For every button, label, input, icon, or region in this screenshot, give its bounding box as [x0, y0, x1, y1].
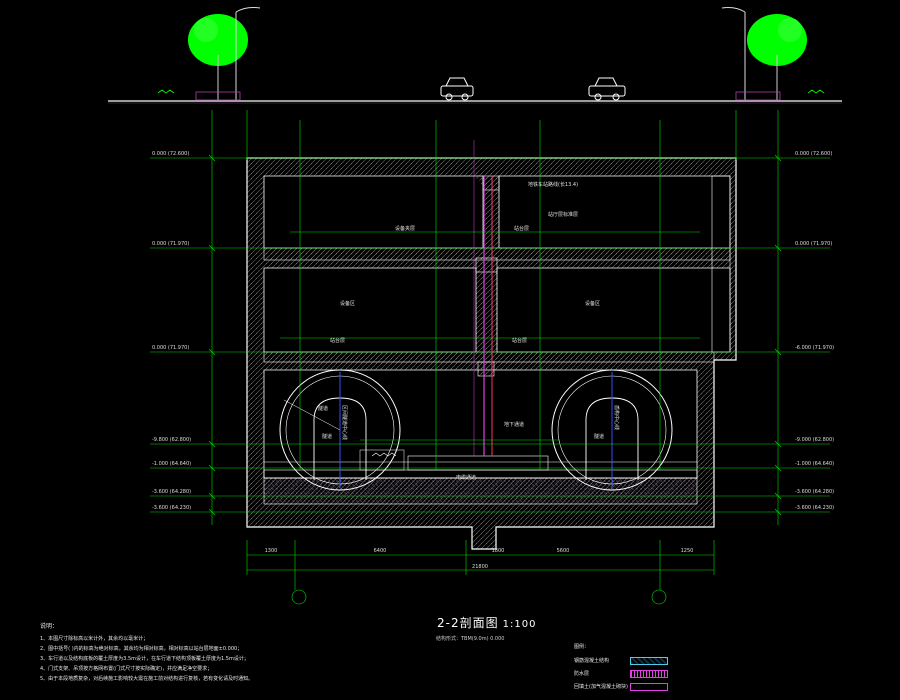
tree-right	[747, 14, 807, 100]
tunnel-left	[279, 369, 401, 491]
drawing-subtitle: 结构形式：TBM(9.0m) 0.000	[436, 636, 505, 642]
elevation-label: 0.000 (71.970)	[152, 241, 189, 247]
annotation: 盾构中心线	[613, 405, 620, 430]
car-right	[588, 77, 626, 101]
legend-label: 钢筋混凝土结构	[574, 658, 610, 664]
tree-left	[188, 14, 248, 100]
total-width-label: 21800	[472, 564, 488, 570]
centre-lines	[473, 140, 493, 456]
street-lamp-left	[235, 7, 261, 100]
waterproof-swatch-icon	[630, 669, 668, 678]
note-item: 5、由于本段地质复杂，对后续施工影响较大需在施工前对结构进行复核，若有变化请及时…	[40, 676, 254, 682]
note-item: 4、门式支架、吊顶按方格网布置(门式尺寸按实际确定)，并应满足净空要求；	[40, 666, 213, 672]
elevation-label: 0.000 (72.600)	[795, 151, 832, 157]
elevation-label: -9.800 (62.800)	[152, 437, 191, 443]
notes-block: 说明： 1、本图尺寸除标高以米计外，其余均以毫米计； 2、图中括号( )内的标高…	[40, 622, 253, 684]
note-item: 1、本图尺寸除标高以米计外，其余均以毫米计；	[40, 636, 149, 642]
elevation-label: -3.600 (64.230)	[795, 505, 834, 511]
legend-label: 防水层	[574, 671, 590, 677]
annotation: 隧道	[318, 405, 328, 412]
notes-heading: 说明：	[40, 623, 59, 630]
tunnel-right	[551, 369, 673, 491]
annotation: 设备区	[340, 300, 355, 307]
legend-heading: 图例：	[574, 644, 590, 650]
elevation-label: -3.600 (64.280)	[795, 489, 834, 495]
dimension-label: 5600	[557, 548, 570, 554]
right-elevations: 0.000 (72.600) 0.000 (71.970) -6.000 (71…	[795, 151, 834, 511]
elevation-label: -3.600 (64.280)	[152, 489, 191, 495]
annotation: 地下通道	[504, 421, 524, 428]
soil-swatch-icon	[630, 682, 668, 691]
interior-labels: 地铁车站路线(长13.4) 站厅层标准层 设备区 设备区 设备夹层 站台层 站台…	[318, 181, 620, 481]
title-scale: 1:100	[502, 619, 537, 630]
elevation-label: -6.000 (71.970)	[795, 345, 834, 351]
legend-label: 回填土(加气混凝土砌块)	[574, 684, 628, 690]
bottom-dimensions: 1300 6400 5600 1250 1800 21800	[265, 548, 694, 570]
dimension-label: 1300	[265, 548, 278, 554]
annotation: 站台层	[330, 337, 345, 344]
annotation: 区间隧道中心线	[341, 405, 348, 440]
annotation: 地铁车站路线(长13.4)	[528, 181, 578, 188]
dimension-label: 6400	[374, 548, 387, 554]
street-lamp-right	[721, 7, 746, 100]
legend: 图例： 钢筋混凝土结构 防水层 回填土(加气混凝土砌块)	[574, 643, 668, 693]
legend-item: 防水层	[574, 667, 668, 680]
annotation: 设备区	[585, 300, 600, 307]
elevation-label: -3.600 (64.230)	[152, 505, 191, 511]
dimension-frame	[150, 110, 830, 605]
elevation-label: -1.000 (64.640)	[795, 461, 834, 467]
left-elevations: 0.000 (72.600) 0.000 (71.970) 0.000 (71.…	[152, 151, 191, 511]
note-item: 3、车行道以及结构底板的覆土厚度为3.5m设计，在车行道下结构顶板覆土厚度为1.…	[40, 656, 249, 662]
planter-left	[157, 89, 241, 101]
annotation: 隧道	[594, 433, 604, 440]
dimension-label: 1800	[492, 548, 505, 554]
elevation-label: 0.000 (72.600)	[152, 151, 189, 157]
annotation: 站台层	[512, 337, 527, 344]
elevation-label: -1.000 (64.640)	[152, 461, 191, 467]
planter-right	[735, 89, 825, 101]
elevation-label: 0.000 (71.970)	[795, 241, 832, 247]
car-left	[440, 77, 474, 101]
elevation-label: -9.000 (62.800)	[795, 437, 834, 443]
annotation: 隧道	[322, 433, 332, 440]
annotation: 电缆通道	[456, 474, 476, 481]
elevation-label: 0.000 (71.970)	[152, 345, 189, 351]
note-item: 2、图中括号( )内的标高为绝对标高，其余均为相对标高，相对标高以站台层地面±0…	[40, 646, 243, 652]
dimension-label: 1250	[681, 548, 694, 554]
title-name: 2-2剖面图	[437, 616, 499, 630]
annotation: 站厅层标准层	[548, 211, 578, 218]
concrete-swatch-icon	[630, 656, 668, 665]
annotation: 站台层	[514, 225, 529, 232]
legend-item: 钢筋混凝土结构	[574, 654, 668, 667]
annotation: 设备夹层	[395, 225, 415, 232]
legend-item: 回填土(加气混凝土砌块)	[574, 680, 668, 693]
